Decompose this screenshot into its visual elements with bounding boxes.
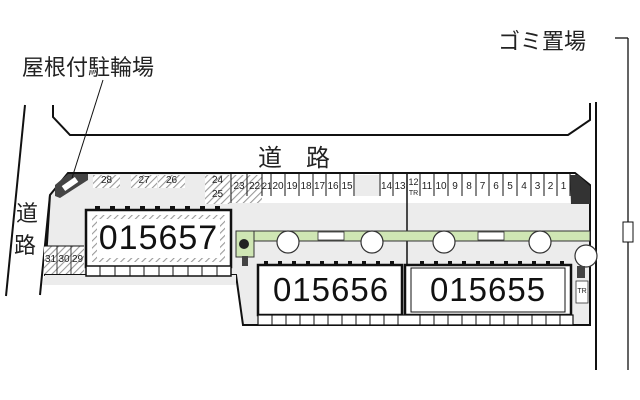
parking-slot-13: 13 xyxy=(394,181,406,192)
parking-slot-7: 7 xyxy=(479,181,486,192)
parking-slot-3: 3 xyxy=(534,181,541,192)
parking-slot-15: 15 xyxy=(341,181,353,192)
building-015657[interactable]: 015657 xyxy=(98,219,219,257)
parking-slot-2: 2 xyxy=(547,181,554,192)
parking-slot-25: 25 xyxy=(211,189,224,200)
parking-slot-12-tr: TR xyxy=(408,190,419,197)
parking-slot-22: 22 xyxy=(248,181,261,192)
parking-slot-18: 18 xyxy=(300,181,312,192)
parking-slot-14: 14 xyxy=(380,181,393,192)
parking-slot-28: 28 xyxy=(100,175,113,186)
parking-slot-12: 12 xyxy=(408,177,419,187)
road-label-top: 道 路 xyxy=(258,144,330,172)
parking-slot-26: 26 xyxy=(165,175,178,186)
parking-slot-27: 27 xyxy=(138,175,150,186)
parking-slot-30: 30 xyxy=(58,254,70,265)
parking-slot-21: 21 xyxy=(262,181,273,191)
parking-slot-17: 17 xyxy=(313,181,326,192)
parking-slot-31: 31 xyxy=(44,254,57,265)
road-label-left-1: 道 xyxy=(16,202,39,227)
parking-slot-20: 20 xyxy=(272,181,284,192)
parking-slot-24: 24 xyxy=(211,175,224,186)
parking-slot-8: 8 xyxy=(466,181,472,192)
road-label-left-2: 路 xyxy=(14,234,37,259)
parking-slot-6: 6 xyxy=(493,181,499,192)
parking-slot-19: 19 xyxy=(286,181,298,192)
transformer-label: TR xyxy=(577,288,587,295)
parking-slot-11: 11 xyxy=(421,181,433,192)
parking-slot-4: 4 xyxy=(521,181,527,192)
parking-slot-9: 9 xyxy=(452,181,458,192)
covered-bicycle-parking-label: 屋根付駐輪場 xyxy=(22,56,155,81)
building-015656[interactable]: 015656 xyxy=(272,271,390,308)
parking-slot-5: 5 xyxy=(507,181,513,192)
garbage-area-label: ゴミ置場 xyxy=(498,30,587,55)
parking-slot-10: 10 xyxy=(435,181,447,192)
building-015655[interactable]: 015655 xyxy=(429,271,547,308)
parking-slot-29: 29 xyxy=(71,254,84,265)
parking-slot-23: 23 xyxy=(233,181,245,192)
parking-slot-1: 1 xyxy=(560,181,567,192)
parking-slot-16: 16 xyxy=(327,181,339,192)
